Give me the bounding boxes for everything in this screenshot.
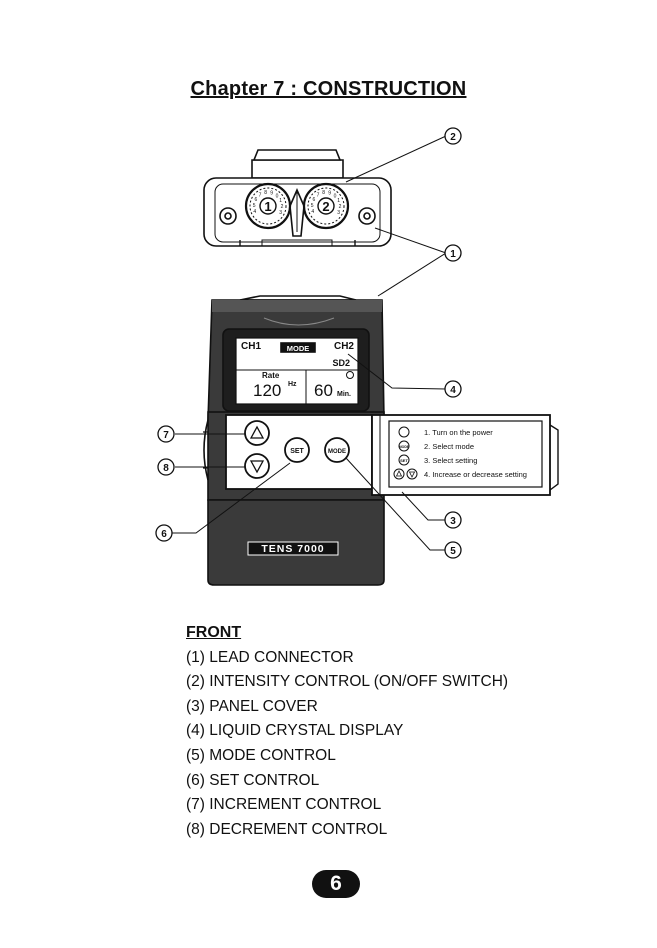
legend-item: (5) MODE CONTROL — [186, 746, 336, 764]
set-button-label: SET — [290, 448, 304, 455]
knob-scale-digit: 6 — [255, 197, 258, 203]
knob-scale-digit: 2 — [281, 204, 284, 210]
knob-scale-digit: 3 — [337, 210, 340, 216]
svg-text:5: 5 — [450, 546, 456, 557]
knob-scale-digit: 0 — [276, 193, 279, 199]
legend-item: (6) SET CONTROL — [186, 771, 320, 789]
knob-scale-digit: 7 — [317, 193, 320, 199]
lcd-rate-label: Rate — [262, 371, 280, 380]
legend-item: (1) LEAD CONNECTOR — [186, 648, 354, 666]
callout-7: 7 — [157, 425, 175, 443]
panel-step-3: 3. Select setting — [424, 456, 477, 465]
svg-text:2: 2 — [450, 132, 456, 143]
legend-item: (8) DECREMENT CONTROL — [186, 820, 388, 838]
knob-scale-digit: 8 — [322, 190, 325, 196]
legend-item: (3) PANEL COVER — [186, 697, 318, 715]
top-view — [203, 149, 392, 247]
knob-scale-digit: 3 — [279, 210, 282, 216]
callout-4: 4 — [444, 380, 462, 398]
page-title: Chapter 7 : CONSTRUCTION — [190, 78, 467, 100]
panel-step-2: 2. Select mode — [424, 442, 474, 451]
svg-text:8: 8 — [163, 463, 169, 474]
legend-item: (2) INTENSITY CONTROL (ON/OFF SWITCH) — [186, 673, 509, 691]
mode-button-label: MODE — [328, 449, 346, 455]
knob-scale-digit: 4 — [311, 209, 314, 215]
svg-text:6: 6 — [161, 529, 167, 540]
callout-1: 1 — [444, 244, 462, 262]
page-number: 6 — [312, 870, 360, 898]
panel-step-1: 1. Turn on the power — [424, 428, 493, 437]
legend-item: (7) INCREMENT CONTROL — [186, 796, 382, 814]
callout-3: 3 — [444, 511, 462, 529]
lcd-rate-unit: Hz — [288, 381, 297, 388]
legend-heading: FRONT — [186, 624, 242, 641]
svg-text:3: 3 — [450, 516, 456, 527]
device-illustration: 1 2 CH1 MODE — [155, 127, 559, 586]
lcd-program: SD2 — [332, 358, 350, 368]
knob-scale-digit: 9 — [270, 191, 273, 197]
legend-item: (4) LIQUID CRYSTAL DISPLAY — [186, 722, 404, 740]
panel-icon-set: SET — [400, 458, 408, 463]
lcd-ch2: CH2 — [334, 341, 354, 352]
knob-scale-digit: 7 — [259, 193, 262, 199]
knob-scale-digit: 0 — [334, 193, 337, 199]
knob-scale-digit: 2 — [339, 204, 342, 210]
panel-icon-mode: MODE — [399, 445, 410, 449]
callout-6: 6 — [155, 524, 173, 542]
svg-text:4: 4 — [450, 385, 456, 396]
lcd-mode: MODE — [287, 344, 310, 353]
callout-8: 8 — [157, 458, 175, 476]
front-view — [203, 295, 385, 586]
knob-scale-digit: 4 — [253, 209, 256, 215]
knob-scale-digit: 5 — [311, 203, 314, 209]
knob-scale-digit: 9 — [328, 191, 331, 197]
knob-scale-digit: 8 — [264, 190, 267, 196]
knob-scale-digit: 1 — [279, 198, 282, 204]
callout-2: 2 — [444, 127, 462, 145]
brand-label: TENS 7000 — [261, 543, 324, 555]
knob-right-label: 2 — [322, 199, 329, 214]
lcd-timer-value: 60 — [314, 381, 333, 400]
callout-5: 5 — [444, 541, 462, 559]
svg-text:7: 7 — [163, 430, 169, 441]
knob-scale-digit: 5 — [253, 203, 256, 209]
lcd-timer-unit: Min. — [337, 391, 351, 398]
svg-text:1: 1 — [450, 249, 456, 260]
knob-scale-digit: 6 — [313, 197, 316, 203]
knob-scale-digit: 1 — [337, 198, 340, 204]
panel-cover — [371, 414, 559, 496]
component-legend: FRONT (1) LEAD CONNECTOR (2) INTENSITY C… — [186, 621, 508, 842]
lcd-rate-value: 120 — [253, 381, 281, 400]
lcd-ch1: CH1 — [241, 341, 261, 352]
clock-icon — [346, 371, 354, 379]
panel-step-4: 4. Increase or decrease setting — [424, 470, 527, 479]
knob-left-label: 1 — [264, 199, 271, 214]
